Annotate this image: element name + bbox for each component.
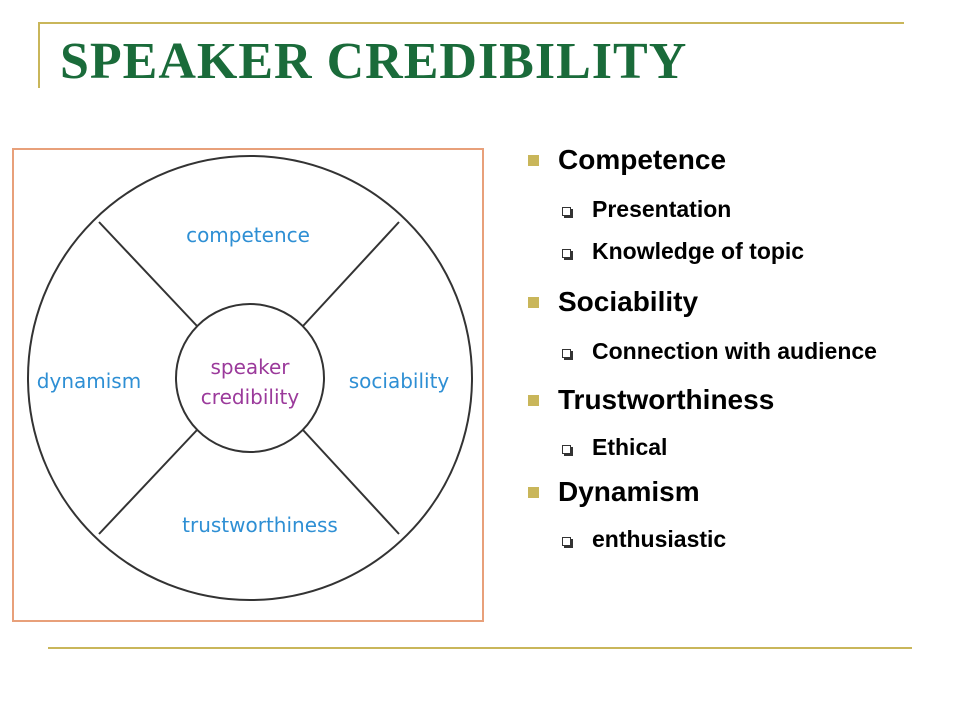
- center-label-line2: credibility: [201, 385, 300, 409]
- shadowed-square-bullet-icon: [562, 445, 571, 454]
- divider-top-left: [98, 221, 198, 327]
- shadowed-square-bullet-icon: [562, 537, 571, 546]
- bullet-sociability: Sociability: [524, 288, 944, 318]
- square-bullet-icon: [528, 297, 539, 308]
- sub-bullet-label: enthusiastic: [592, 526, 727, 552]
- sub-bullet-label: Connection with audience: [592, 338, 877, 364]
- left-rule: [38, 22, 40, 88]
- sub-bullet-label: Ethical: [592, 434, 668, 460]
- sub-bullet-connection: Connection with audience: [524, 334, 882, 368]
- bullet-label: Trustworthiness: [558, 384, 775, 415]
- sub-bullet-label: Knowledge of topic: [592, 238, 805, 264]
- center-label-line1: speaker: [210, 355, 290, 379]
- segment-trustworthiness: trustworthiness: [182, 513, 338, 537]
- square-bullet-icon: [528, 487, 539, 498]
- bullet-competence: Competence: [524, 146, 944, 176]
- sub-bullet-presentation: Presentation: [524, 192, 944, 226]
- credibility-wheel: competence sociability trustworthiness d…: [27, 155, 473, 601]
- segment-dynamism: dynamism: [37, 369, 141, 393]
- bullet-label: Competence: [558, 144, 727, 175]
- sub-bullet-ethical: Ethical: [524, 430, 944, 464]
- bullet-dynamism: Dynamism: [524, 478, 944, 508]
- bullet-label: Sociability: [558, 286, 699, 317]
- shadowed-square-bullet-icon: [562, 349, 571, 358]
- sub-bullet-knowledge: Knowledge of topic: [524, 234, 944, 268]
- sub-bullet-label: Presentation: [592, 196, 732, 222]
- slide-title: SPEAKER CREDIBILITY: [60, 33, 688, 90]
- bottom-rule: [48, 647, 912, 649]
- sub-bullet-enthusiastic: enthusiastic: [524, 522, 944, 556]
- bullet-label: Dynamism: [558, 476, 700, 507]
- inner-circle: [175, 303, 325, 453]
- shadowed-square-bullet-icon: [562, 207, 571, 216]
- divider-bottom-right: [302, 429, 400, 535]
- square-bullet-icon: [528, 155, 539, 166]
- top-rule: [38, 22, 904, 24]
- bullet-list: Competence Presentation Knowledge of top…: [524, 146, 944, 556]
- credibility-diagram: competence sociability trustworthiness d…: [12, 148, 484, 622]
- divider-top-right: [302, 221, 400, 327]
- square-bullet-icon: [528, 395, 539, 406]
- outer-circle: [27, 155, 473, 601]
- bullet-trustworthiness: Trustworthiness: [524, 386, 944, 416]
- divider-bottom-left: [98, 429, 198, 535]
- segment-competence: competence: [186, 223, 310, 247]
- segment-sociability: sociability: [349, 369, 450, 393]
- shadowed-square-bullet-icon: [562, 249, 571, 258]
